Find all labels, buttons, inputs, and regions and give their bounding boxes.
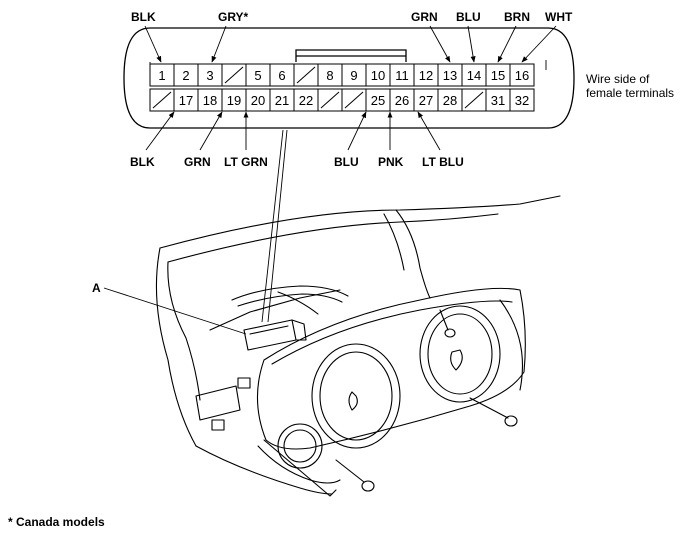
pin-number: 16	[515, 68, 529, 83]
pin-number: 13	[443, 68, 457, 83]
pin-cell-6: 6	[269, 63, 295, 87]
wire-label-pin13: GRN	[411, 10, 438, 24]
wire-label-pin25: BLU	[334, 155, 359, 169]
screw-bottom	[335, 459, 375, 492]
side-note-line2: female terminals	[586, 86, 674, 100]
pin-cell-empty	[293, 63, 319, 87]
pin-number: 5	[254, 68, 261, 83]
pin-number: 31	[491, 93, 505, 108]
pin-number: 21	[275, 93, 289, 108]
pin-cell-20: 20	[245, 88, 271, 112]
pin-cell-15: 15	[485, 63, 511, 87]
pin-number: 10	[371, 68, 385, 83]
empty-slot-mark	[296, 66, 316, 84]
pin-cell-11: 11	[389, 63, 415, 87]
pin-number: 15	[491, 68, 505, 83]
screw-top	[439, 309, 456, 338]
pin-cell-9: 9	[341, 63, 367, 87]
wire-label-pin17: BLK	[130, 155, 155, 169]
pin-number: 8	[326, 68, 333, 83]
wire-label-pin16: WHT	[545, 10, 573, 24]
pin-number: 9	[350, 68, 357, 83]
pin-cell-32: 32	[509, 88, 535, 112]
bottom-wire-labels: BLK GRN LT GRN BLU PNK LT BLU	[130, 155, 464, 169]
callout-a-label: A	[92, 281, 101, 295]
pin-cell-14: 14	[461, 63, 487, 87]
wire-label-pin19: GRN	[184, 155, 211, 169]
top-wire-labels: BLK GRY* GRN BLU BRN WHT	[131, 10, 573, 24]
pin-number: 20	[251, 93, 265, 108]
pin-cell-empty	[341, 88, 367, 112]
pin-cell-16: 16	[509, 63, 535, 87]
pin-number: 11	[395, 68, 409, 83]
pin-cell-28: 28	[437, 88, 463, 112]
empty-slot-mark	[224, 66, 244, 84]
pin-cell-26: 26	[389, 88, 415, 112]
pin-number: 1	[158, 68, 165, 83]
connector-bottom-row: 17 18 19 20 21 22 25 26 27 28 31 32	[149, 88, 535, 112]
wire-label-pin1: BLK	[131, 10, 156, 24]
pin-number: 26	[395, 93, 409, 108]
pin-number: 12	[419, 68, 433, 83]
pin-cell-21: 21	[269, 88, 295, 112]
pin-cell-18: 18	[197, 88, 223, 112]
empty-slot-mark	[464, 91, 484, 109]
pin-cell-1: 1	[149, 63, 175, 87]
pin-number: 27	[419, 93, 433, 108]
pin-cell-5: 5	[245, 63, 271, 87]
pin-number: 18	[203, 93, 217, 108]
wire-label-pin3: GRY*	[218, 10, 249, 24]
pin-number: 2	[182, 68, 189, 83]
connector-housing	[123, 27, 575, 129]
pin-cell-empty	[461, 88, 487, 112]
empty-slot-mark	[152, 91, 172, 109]
pin-cell-17: 17	[173, 88, 199, 112]
pin-cell-25: 25	[365, 88, 391, 112]
wire-label-pin26: PNK	[378, 155, 404, 169]
empty-slot-mark	[320, 91, 340, 109]
callout-a-leader	[103, 287, 247, 335]
empty-slot-mark	[344, 91, 364, 109]
pin-number: 3	[206, 68, 213, 83]
pin-cell-27: 27	[413, 88, 439, 112]
pin-cell-2: 2	[173, 63, 199, 87]
pin-cell-empty	[149, 88, 175, 112]
pin-cell-13: 13	[437, 63, 463, 87]
pin-number: 14	[467, 68, 481, 83]
wire-label-pin20: LT GRN	[224, 155, 268, 169]
footnote: * Canada models	[8, 515, 105, 529]
pin-cell-3: 3	[197, 63, 223, 87]
pin-number: 28	[443, 93, 457, 108]
wire-label-pin15: BRN	[504, 10, 530, 24]
pin-number: 17	[179, 93, 193, 108]
screw-right	[469, 397, 518, 427]
pin-cell-22: 22	[293, 88, 319, 112]
pin-number: 22	[299, 93, 313, 108]
pin-cell-8: 8	[317, 63, 343, 87]
pin-cell-12: 12	[413, 63, 439, 87]
pin-cell-empty	[317, 88, 343, 112]
dashboard-illustration	[155, 195, 561, 497]
side-note-line1: Wire side of	[586, 72, 650, 86]
wire-label-pin14: BLU	[456, 10, 481, 24]
pin-number: 6	[278, 68, 285, 83]
pin-number: 25	[371, 93, 385, 108]
pin-number: 32	[515, 93, 529, 108]
pin-number: 19	[227, 93, 241, 108]
wire-leaders	[144, 25, 557, 151]
pin-cell-empty	[221, 63, 247, 87]
pin-cell-10: 10	[365, 63, 391, 87]
wire-label-pin27: LT BLU	[422, 155, 464, 169]
pin-cell-19: 19	[221, 88, 247, 112]
pin-cell-31: 31	[485, 88, 511, 112]
